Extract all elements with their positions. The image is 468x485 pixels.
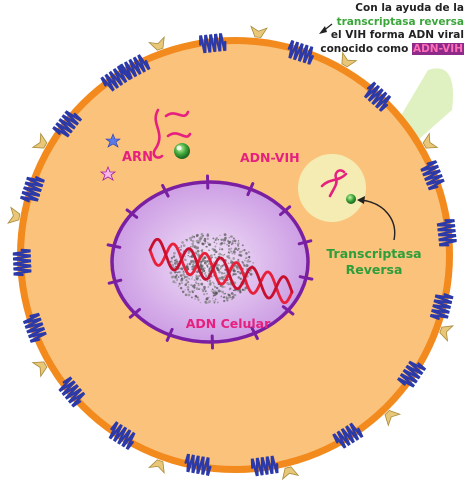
docking-protein	[149, 460, 164, 473]
docking-protein	[8, 207, 20, 223]
caption-line-2: transcriptasa reversa	[284, 16, 464, 30]
reverse-transcriptase-particle	[346, 194, 356, 204]
caption-line-3: el VIH forma ADN viral	[284, 29, 464, 43]
docking-protein	[385, 411, 400, 426]
docking-protein	[440, 326, 453, 341]
label-adn-celular: ADN Celular	[186, 316, 271, 331]
caption-line-4: conocido como ADN-VIH	[284, 43, 464, 57]
caption: Con la ayuda de la transcriptasa reversa…	[284, 2, 464, 56]
adn-vih-glow	[298, 154, 366, 222]
caption-line-1: Con la ayuda de la	[284, 2, 464, 16]
docking-protein	[149, 37, 164, 50]
label-arn: ARN	[122, 150, 153, 165]
caption-highlight: ADN-VIH	[412, 43, 464, 55]
docking-protein	[283, 467, 299, 479]
docking-protein	[423, 134, 437, 149]
caption-line-4-prefix: conocido como	[320, 43, 412, 55]
label-transcriptasa: Transcriptasa	[326, 246, 421, 261]
docking-protein	[33, 362, 47, 377]
receptor-coil	[186, 455, 211, 474]
transcriptase-particle	[174, 143, 190, 159]
label-reversa: Reversa	[346, 262, 403, 277]
docking-protein	[33, 134, 47, 149]
label-adn-vih: ADN-VIH	[240, 150, 300, 165]
docking-protein	[251, 26, 267, 37]
